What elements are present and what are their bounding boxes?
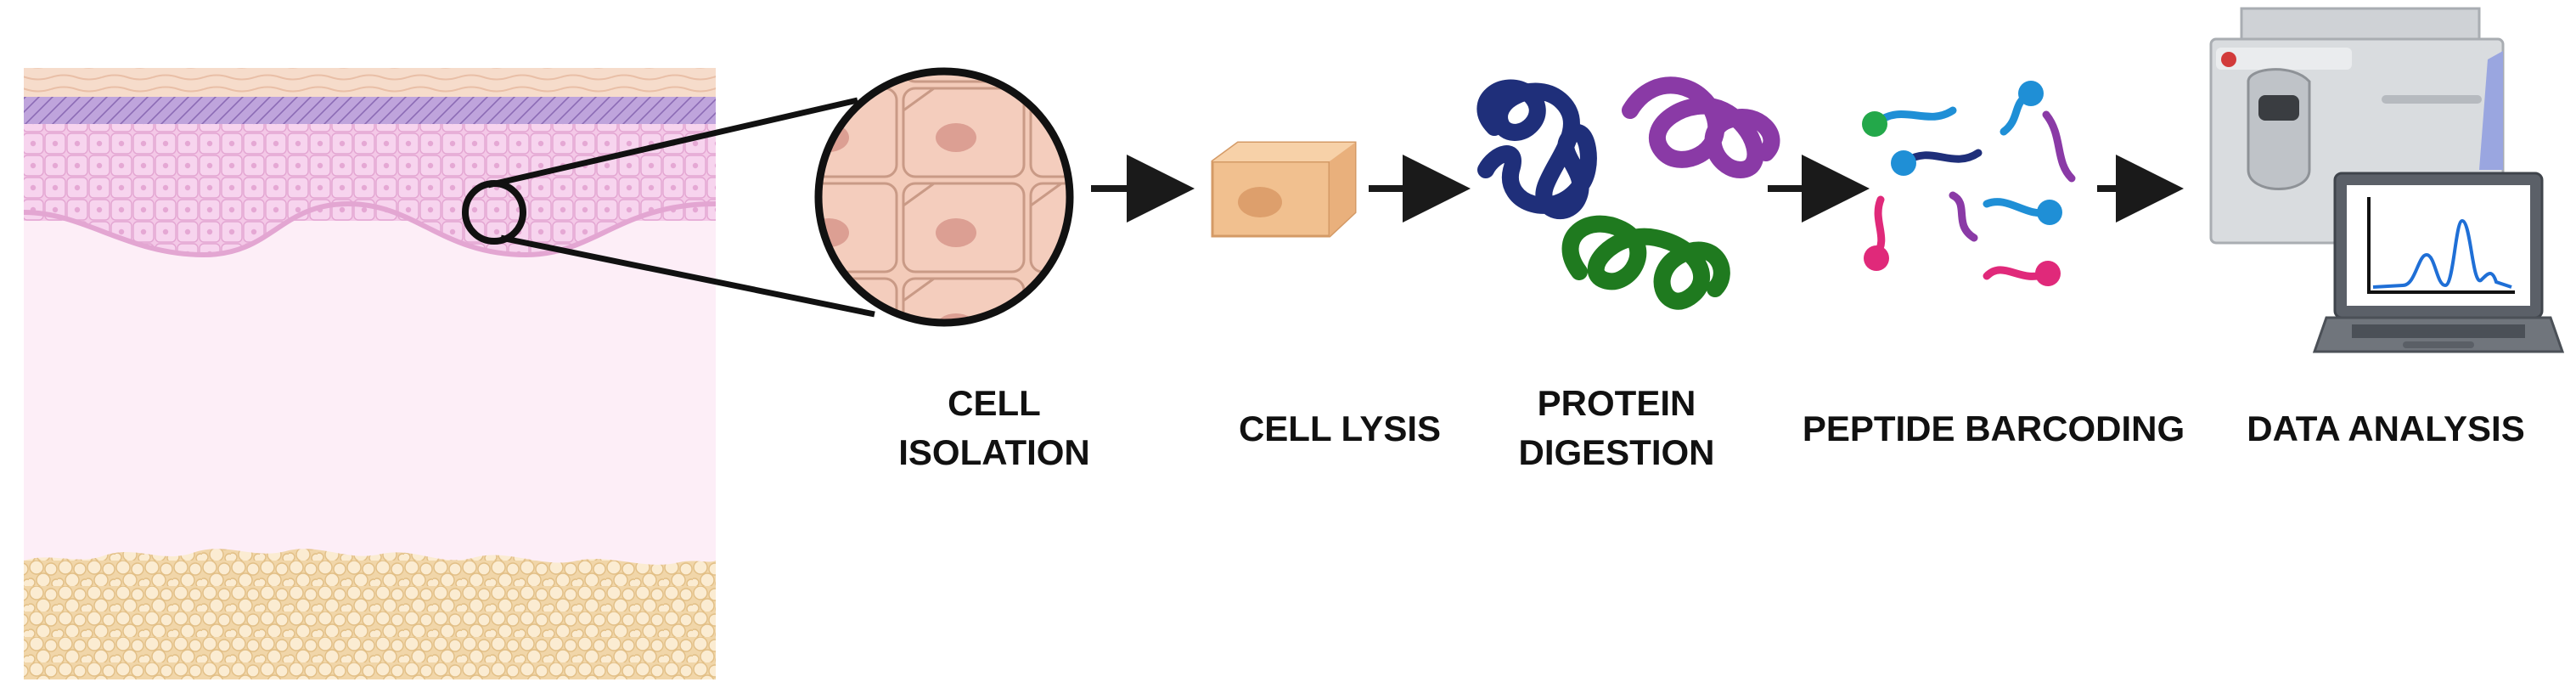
magnifier-small-circle [462,180,526,245]
label-protein-digestion: PROTEIN DIGESTION [1498,379,1735,477]
label-cell-isolation: CELL ISOLATION [892,379,1096,477]
subcutaneous-fat-layer [24,549,716,679]
magnifier-line-bottom [500,234,875,318]
peptide-4 [2042,110,2076,183]
label-data-analysis-line-1: DATA ANALYSIS [2247,409,2525,448]
skin-cross-section [23,68,717,679]
label-protein-digestion-line-1: PROTEIN [1537,383,1696,423]
label-cell-lysis-line-1: CELL LYSIS [1238,409,1442,448]
single-cell-icon [1211,141,1357,238]
label-peptide-barcoding-line-1: PEPTIDE BARCODING [1802,409,2185,448]
stratum-corneum-layer [24,68,716,97]
label-protein-digestion-line-2: DIGESTION [1518,432,1715,472]
protein-navy [1476,79,1597,219]
peptide-1 [1872,106,1957,127]
rete-ridge-layer [24,127,716,255]
label-data-analysis: DATA ANALYSIS [2233,404,2539,454]
label-cell-isolation-line-1: CELL [948,383,1041,423]
magnifier-large-circle [814,67,1074,327]
protein-green [1561,215,1730,310]
chromatogram-axes [2367,197,2515,294]
peptide-6 [1949,191,1978,242]
peptides-icon [1862,81,2076,286]
peptide-3 [1902,149,1983,166]
label-peptide-barcoding: PEPTIDE BARCODING [1798,404,2189,454]
protein-strands-icon [1476,76,1780,310]
basal-membrane [23,200,717,258]
label-cell-isolation-line-2: ISOLATION [898,432,1090,472]
chromatogram-trace [2372,218,2512,289]
magnifier [462,67,1074,327]
protein-purple [1622,76,1780,178]
magnified-cells [818,71,1070,323]
magnifier-line-top [487,97,858,189]
laptop-icon [2312,172,2565,353]
label-cell-lysis: CELL LYSIS [1212,404,1467,454]
stratum-granulosum-layer [24,93,716,124]
